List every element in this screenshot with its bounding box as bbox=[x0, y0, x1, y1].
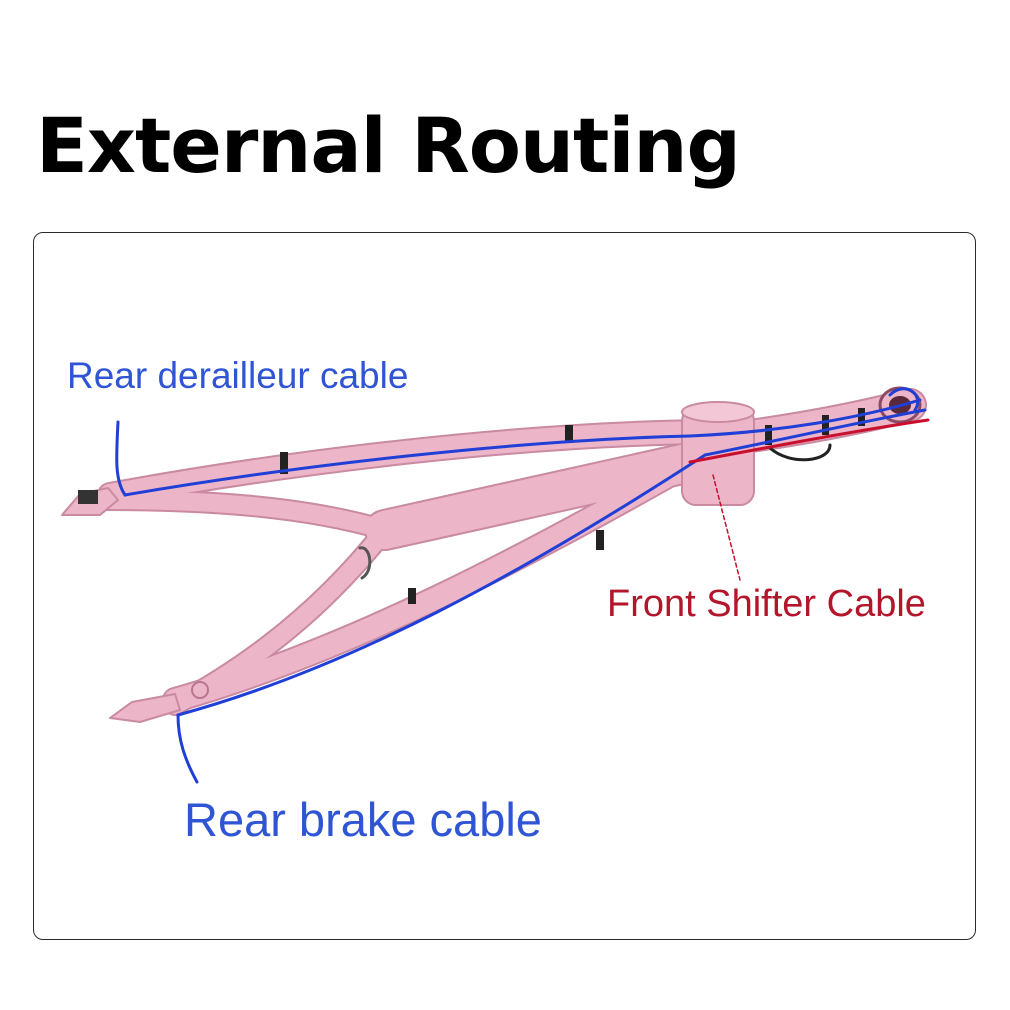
upper-yoke-tube bbox=[91, 491, 394, 539]
lower-dropout-eyelet bbox=[191, 681, 209, 699]
diagram-panel bbox=[33, 232, 976, 940]
front-shifter-cable bbox=[688, 418, 930, 464]
frame-tubes bbox=[91, 390, 925, 714]
down-tube bbox=[366, 441, 719, 549]
bottom-bracket-top bbox=[681, 401, 755, 423]
derailleur-hanger bbox=[78, 490, 98, 504]
seat-stay-tube bbox=[99, 421, 711, 506]
rear-derailleur-cable-label: Rear derailleur cable bbox=[67, 355, 409, 396]
lower-dropout bbox=[109, 693, 181, 723]
rear-brake-cable bbox=[176, 408, 927, 784]
cables bbox=[115, 387, 930, 784]
chain-stay-tube bbox=[164, 441, 721, 711]
front-shifter-cable-label: Front Shifter Cable bbox=[607, 583, 926, 625]
front-shifter-leader-line bbox=[712, 474, 741, 581]
rear-brake-cable-label: Rear brake cable bbox=[184, 793, 542, 846]
rear-derailleur-cable bbox=[115, 398, 922, 497]
frame-bridge bbox=[358, 546, 372, 580]
page-title: External Routing bbox=[36, 101, 741, 190]
cable-guides bbox=[280, 408, 865, 604]
blue-cable-loop bbox=[888, 387, 920, 412]
cable-loop bbox=[768, 443, 832, 462]
